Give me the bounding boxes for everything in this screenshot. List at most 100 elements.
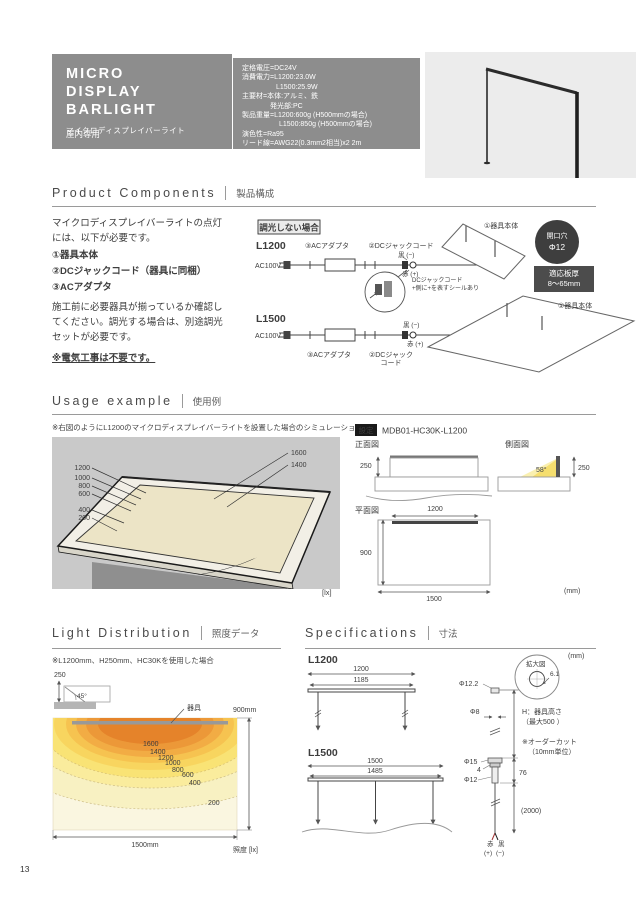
front-barlight — [390, 455, 478, 458]
heading-ja: 照度データ — [200, 626, 259, 640]
heat-bands — [53, 718, 237, 810]
spec-line: リード線=AWG22(0.3mm2相当)x2 2m — [242, 140, 362, 148]
plan-view-label: 平面図 — [355, 506, 379, 515]
callout-text-1: DCジャックコード — [412, 277, 462, 284]
usage-illustration: 1600 1400 1200 1000 800 600 400 200 — [52, 437, 340, 589]
model-l1500-label: L1500 — [256, 313, 286, 325]
indoor-use-badge: 屋内専用 — [66, 129, 101, 139]
dimming-mode-label: 調光しない場合 — [259, 223, 319, 233]
l1200-outer-dim: 1200 — [353, 666, 369, 673]
l1500-outer-dim: 1500 — [367, 758, 383, 765]
no-electrical-work-note: ※電気工事は不要です。 — [52, 353, 156, 364]
contour-label-1200: 1200 — [74, 465, 90, 472]
config-label-badge — [355, 424, 377, 436]
front-base — [374, 476, 489, 492]
spec-mm-unit: (mm) — [568, 653, 584, 660]
spec-line: 発光部:PC — [270, 102, 303, 110]
spec-line: L1500:850g (H500mmの場合) — [279, 121, 372, 129]
components-note: 施工前に必要器具が揃っているか確認してください。調光する場合は、別途調光セットが… — [52, 302, 223, 343]
dc-jack-cord-label-b2: コード — [381, 359, 402, 367]
height-note-1: H：器具高さ — [522, 707, 562, 716]
spec-summary: 定格電圧=DC24V 消費電力=L1200:23.0W L1500:25.9W … — [233, 58, 420, 149]
heading-en: Specifications — [305, 626, 419, 640]
inset-height-dim: 250 — [54, 672, 66, 679]
l1200-inner-dim: 1185 — [353, 677, 368, 684]
red-cord-label: 赤 — [487, 840, 494, 848]
contour-label-600: 600 — [78, 491, 90, 498]
spec-line: 演色性=Ra95 — [242, 130, 284, 138]
dim-2000-label: (2000) — [521, 808, 541, 815]
barlight-photo-drawing — [483, 67, 579, 178]
usage-note: ※右図のようにL1200のマイクロディスプレイバーライトを設置した場合のシミュレ… — [52, 423, 364, 432]
spec-line: 消費電力=L1200:23.0W — [242, 74, 316, 82]
phi-8-label: Φ8 — [470, 709, 480, 716]
order-cut-note-2: （10mm単位） — [528, 747, 575, 756]
mm-unit-label: (mm) — [564, 588, 580, 595]
l1200-bar — [307, 688, 416, 693]
side-barlight — [556, 456, 560, 477]
chart-bottom-dim-label: 1500mm — [131, 842, 158, 849]
section-light-distribution-heading: Light Distribution 照度データ — [52, 626, 259, 640]
heading-en: Light Distribution — [52, 626, 192, 640]
l1500-break-line — [301, 822, 453, 834]
heading-en: Usage example — [52, 394, 173, 408]
l1500-inner-dim: 1485 — [367, 768, 383, 775]
contour-label-400: 400 — [78, 507, 90, 514]
l1500-posts — [315, 781, 436, 825]
product-title-line2: DISPLAY BARLIGHT — [66, 84, 157, 118]
chart-right-dim-label: 900mm — [233, 707, 257, 714]
dimming-mode-box — [257, 219, 321, 235]
heat-label-1200: 1200 — [158, 755, 174, 762]
light-cone-outer — [520, 457, 560, 477]
black-wire-label-b: 黒 (−) — [403, 321, 419, 329]
hole-badge-line2: Φ12 — [548, 242, 566, 252]
inset-base — [54, 702, 96, 709]
side-view-label: 側面図 — [505, 439, 529, 449]
heat-label-1000: 1000 — [165, 760, 181, 767]
hole-badge-line1: 開口穴 — [546, 233, 568, 240]
heat-label-1400: 1400 — [150, 749, 166, 756]
front-view-label: 正面図 — [355, 440, 379, 449]
heat-label-800: 800 — [172, 767, 184, 774]
phi-15-label: Φ15 — [464, 759, 477, 766]
section-usage-heading: Usage example 使用例 — [52, 394, 221, 408]
spec-drawing: (mm) L1200 1200 1185 L1500 1500 1485 — [301, 653, 584, 857]
contour-label-1400: 1400 — [291, 462, 307, 469]
section-divider — [305, 648, 596, 649]
model-l1200-label: L1200 — [256, 240, 286, 252]
product-photo — [425, 52, 636, 178]
contour-label-1000: 1000 — [74, 475, 90, 482]
black-cord-label: 黒 — [498, 840, 505, 848]
dim-4-label: 4 — [477, 767, 481, 774]
component-item-1: ①器具本体 — [52, 250, 99, 261]
spec-l1500-label: L1500 — [308, 747, 338, 759]
phi-122-label: Φ12.2 — [459, 681, 478, 688]
section-specifications-heading: Specifications 寸法 — [305, 626, 458, 640]
contour-label-200: 200 — [78, 515, 90, 522]
minus-label: (−) — [496, 850, 504, 857]
spec-line: L1500:25.9W — [276, 83, 318, 91]
dc-jack-callout — [364, 269, 408, 313]
heading-en: Product Components — [52, 186, 217, 200]
product-title-block: MICRO DISPLAY BARLIGHT マイクロディスプレイバーライト 屋… — [52, 54, 232, 149]
page-number: 13 — [20, 864, 30, 874]
plan-bar-dim: 1200 — [427, 506, 443, 513]
enlarged-view-label: 拡大図 — [526, 659, 546, 668]
red-wire-label-a: 赤 (+) — [402, 270, 418, 278]
beam-angle-label: 58° — [536, 466, 547, 474]
fixture-body-a — [441, 223, 526, 280]
callout-text-2: +側に+を表すシールあり — [412, 284, 479, 292]
ac100v-label: AC100V — [255, 263, 281, 270]
component-item-3: ③ACアダプタ — [52, 282, 112, 293]
heat-label-600: 600 — [182, 772, 194, 779]
order-cut-note-1: ※オーダーカット — [522, 737, 577, 746]
dim-76-label: 76 — [519, 770, 527, 777]
panel-badge-line1: 適応板厚 — [549, 269, 579, 278]
section-divider — [52, 648, 281, 649]
panel-thickness-badge: 適応板厚 8～65mm — [534, 266, 594, 292]
fixture-body-b — [426, 295, 636, 373]
wiring-diagram: 調光しない場合 L1200 ③ACアダプタ ②DCジャックコード AC100V … — [255, 219, 636, 373]
plan-table — [377, 519, 491, 586]
spec-line: 定格電圧=DC24V — [242, 65, 297, 72]
fixture-body-label-a: ①器具本体 — [484, 221, 518, 230]
